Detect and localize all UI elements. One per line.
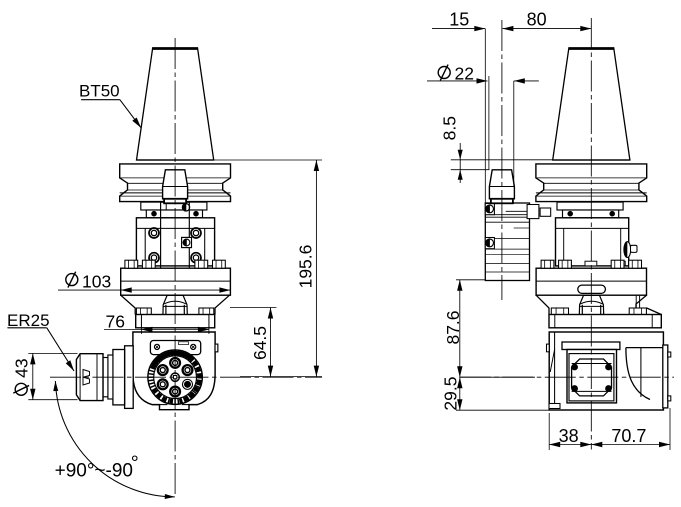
svg-text:ER25: ER25 <box>7 311 50 330</box>
svg-text:64.5: 64.5 <box>250 326 270 360</box>
svg-text:8.5: 8.5 <box>440 116 460 140</box>
svg-text:15: 15 <box>449 10 469 30</box>
svg-text:BT50: BT50 <box>79 82 120 101</box>
svg-text:87.6: 87.6 <box>443 310 463 344</box>
svg-text:76: 76 <box>106 312 125 332</box>
svg-text:103: 103 <box>82 271 111 291</box>
svg-text:°: ° <box>131 453 139 475</box>
svg-text:22: 22 <box>455 64 474 84</box>
svg-text:70.7: 70.7 <box>611 426 646 446</box>
svg-text:+90°~-90: +90°~-90 <box>55 460 133 481</box>
svg-text:43: 43 <box>12 358 32 377</box>
svg-text:195.6: 195.6 <box>296 245 316 289</box>
svg-text:80: 80 <box>527 10 547 30</box>
svg-text:29.5: 29.5 <box>441 377 461 411</box>
svg-text:38: 38 <box>559 426 579 446</box>
